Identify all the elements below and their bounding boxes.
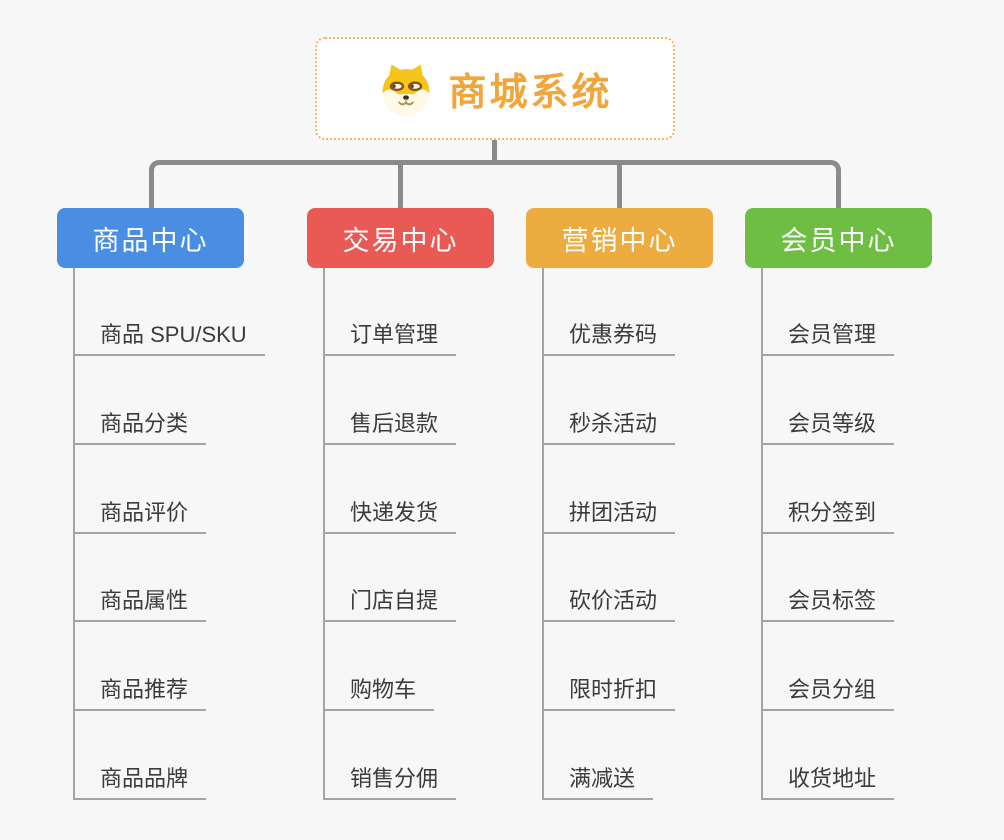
branch-label: 会员中心: [780, 225, 897, 256]
branch-spine-member-center: [761, 268, 763, 800]
connector-bus-left: [149, 160, 495, 209]
leaf-label: 积分签到: [788, 500, 877, 525]
leaf-label: 商品推荐: [100, 677, 189, 702]
leaf-label: 销售分佣: [350, 766, 439, 791]
leaf-label: 商品品牌: [100, 766, 189, 791]
leaf-node[interactable]: 商品推荐: [73, 675, 207, 711]
root-node[interactable]: 商城系统: [315, 37, 675, 140]
leaf-label: 商品分类: [100, 411, 189, 436]
root-title: 商城系统: [448, 72, 613, 114]
leaf-label: 秒杀活动: [569, 411, 658, 436]
connector-drop-trade: [398, 163, 403, 209]
leaf-node[interactable]: 限时折扣: [542, 675, 676, 711]
leaf-node[interactable]: 商品评价: [73, 498, 207, 534]
leaf-label: 砍价活动: [569, 588, 658, 613]
leaf-label: 满减送: [569, 766, 636, 791]
branch-node-member-center[interactable]: 会员中心: [745, 208, 932, 268]
shiba-dog-icon: [382, 64, 431, 116]
leaf-label: 售后退款: [350, 411, 439, 436]
branch-label: 商品中心: [92, 225, 209, 256]
leaf-node[interactable]: 会员分组: [761, 675, 895, 711]
leaf-label: 订单管理: [350, 322, 439, 347]
branch-label: 营销中心: [561, 225, 678, 256]
leaf-label: 门店自提: [350, 588, 439, 613]
leaf-label: 优惠券码: [569, 322, 658, 347]
leaf-node[interactable]: 销售分佣: [323, 764, 457, 800]
leaf-label: 会员标签: [788, 588, 877, 613]
leaf-node[interactable]: 售后退款: [323, 409, 457, 445]
leaf-label: 收货地址: [788, 766, 877, 791]
leaf-node[interactable]: 会员管理: [761, 320, 895, 356]
leaf-node[interactable]: 积分签到: [761, 498, 895, 534]
leaf-node[interactable]: 门店自提: [323, 586, 457, 622]
branch-spine-marketing-center: [542, 268, 544, 800]
leaf-label: 会员管理: [788, 322, 877, 347]
leaf-label: 拼团活动: [569, 500, 658, 525]
leaf-node[interactable]: 收货地址: [761, 764, 895, 800]
leaf-label: 限时折扣: [569, 677, 658, 702]
leaf-node[interactable]: 优惠券码: [542, 320, 676, 356]
leaf-node[interactable]: 商品分类: [73, 409, 207, 445]
branch-node-trade-center[interactable]: 交易中心: [307, 208, 494, 268]
leaf-node[interactable]: 订单管理: [323, 320, 457, 356]
branch-spine-trade-center: [323, 268, 325, 800]
leaf-node[interactable]: 商品 SPU/SKU: [73, 320, 265, 356]
leaf-node[interactable]: 快递发货: [323, 498, 457, 534]
leaf-node[interactable]: 砍价活动: [542, 586, 676, 622]
branch-node-product-center[interactable]: 商品中心: [57, 208, 244, 268]
branch-node-marketing-center[interactable]: 营销中心: [526, 208, 713, 268]
connector-trunk: [492, 139, 497, 163]
leaf-label: 快递发货: [350, 500, 439, 525]
leaf-label: 会员分组: [788, 677, 877, 702]
leaf-node[interactable]: 商品品牌: [73, 764, 207, 800]
leaf-node[interactable]: 商品属性: [73, 586, 207, 622]
leaf-node[interactable]: 会员等级: [761, 409, 895, 445]
leaf-label: 商品 SPU/SKU: [100, 322, 247, 347]
leaf-node[interactable]: 购物车: [323, 675, 435, 711]
branch-label: 交易中心: [342, 225, 459, 256]
leaf-label: 会员等级: [788, 411, 877, 436]
connector-bus-right: [495, 160, 841, 209]
leaf-node[interactable]: 会员标签: [761, 586, 895, 622]
branch-spine-product-center: [73, 268, 75, 800]
leaf-node[interactable]: 满减送: [542, 764, 654, 800]
leaf-label: 商品属性: [100, 588, 189, 613]
leaf-node[interactable]: 秒杀活动: [542, 409, 676, 445]
connector-drop-marketing: [617, 163, 622, 209]
leaf-label: 商品评价: [100, 500, 189, 525]
leaf-label: 购物车: [350, 677, 417, 702]
leaf-node[interactable]: 拼团活动: [542, 498, 676, 534]
